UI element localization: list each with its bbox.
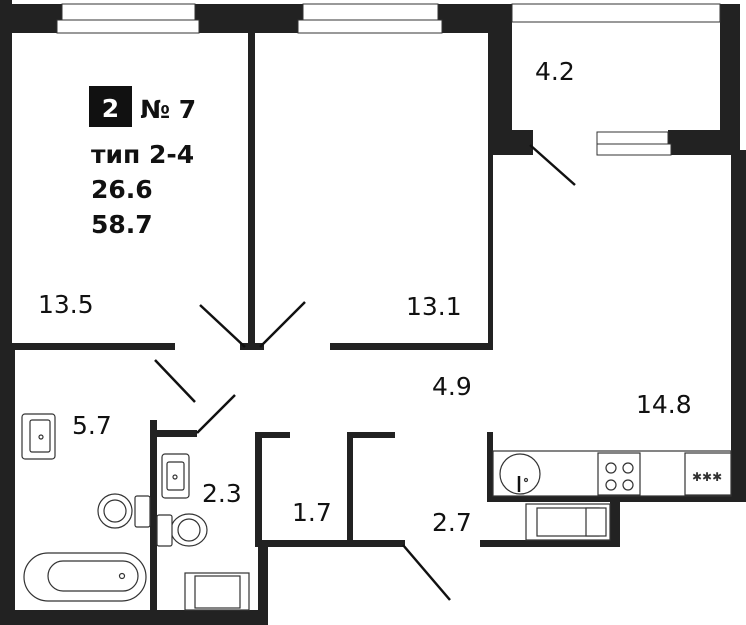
window [61, 3, 196, 21]
room-area-bathroom: 5.7 [72, 411, 112, 440]
wall [0, 4, 62, 33]
wall [0, 610, 268, 625]
stove-icon [597, 452, 641, 496]
plan-shape [622, 462, 634, 474]
toilet-icon [97, 493, 151, 529]
door-swing [199, 304, 246, 348]
wall [347, 432, 395, 438]
wall [248, 33, 255, 350]
appliance-icon [525, 503, 611, 541]
door-swing [196, 394, 236, 434]
plan-shape [47, 560, 139, 592]
plan-shape [172, 474, 178, 480]
wall [668, 130, 740, 155]
door-swing [529, 144, 576, 186]
washing-machine-icon [184, 572, 250, 611]
window [596, 143, 672, 156]
sink-icon [161, 453, 190, 499]
room-area-kitchen: 14.8 [636, 390, 692, 419]
doors [154, 144, 576, 601]
room-area-bedroom-2: 13.1 [406, 292, 462, 321]
wall [731, 150, 746, 502]
rooms-badge-text: 2 [102, 94, 119, 123]
fixtures: ✱✱✱ [21, 413, 732, 611]
door-swing [259, 301, 306, 348]
wall [610, 495, 620, 547]
total-area: 58.7 [91, 210, 153, 239]
plan-shape [156, 514, 173, 547]
plan-shape [597, 452, 641, 496]
wall [488, 130, 533, 155]
door-swing [154, 359, 196, 403]
plan-shape [134, 495, 151, 528]
room-labels: 13.5 13.1 4.2 4.9 14.8 5.7 2.3 1.7 2.7 [38, 57, 692, 537]
wall [488, 4, 512, 155]
sink-icon [21, 413, 56, 460]
plan-shape [118, 572, 126, 580]
wall [157, 430, 197, 437]
toilet-icon [156, 513, 208, 547]
wall [258, 545, 268, 625]
wall [488, 150, 493, 350]
wall [150, 420, 157, 610]
windows [56, 3, 721, 156]
apartment-type: тип 2-4 [91, 140, 194, 169]
plan-shape [684, 452, 732, 496]
room-area-toilet: 2.3 [202, 479, 242, 508]
wall [720, 4, 740, 155]
plan-shape [38, 434, 44, 440]
window [596, 131, 669, 145]
window [302, 3, 439, 21]
wall [12, 343, 175, 350]
wall [255, 432, 262, 547]
room-area-entry: 2.7 [432, 508, 472, 537]
apartment-info: 2 № 7 тип 2-4 26.6 58.7 [89, 86, 196, 239]
door-swing [402, 544, 451, 601]
wall [195, 4, 303, 33]
wall [255, 540, 405, 547]
wall [480, 540, 620, 547]
fridge-icon: ✱✱✱ [692, 470, 722, 484]
wall [0, 0, 12, 625]
room-area-balcony: 4.2 [535, 57, 575, 86]
plan-shape [622, 479, 634, 491]
living-area: 26.6 [91, 175, 153, 204]
plan-shape [605, 462, 617, 474]
wall [12, 350, 15, 610]
plan-shape [605, 479, 617, 491]
wall [347, 432, 353, 547]
rooms-badge [89, 86, 132, 127]
plan-shape [177, 518, 201, 542]
wall [487, 432, 493, 502]
room-area-closet: 1.7 [292, 498, 332, 527]
plan-shape [523, 477, 529, 483]
bathtub-icon [23, 552, 147, 602]
plan-shape [194, 575, 241, 609]
plan-shape [499, 453, 541, 495]
window [511, 3, 721, 23]
wall [330, 343, 493, 350]
apartment-number: № 7 [140, 95, 196, 124]
window [56, 19, 200, 34]
room-area-hallway: 4.9 [432, 372, 472, 401]
wall [255, 432, 290, 438]
wall [240, 343, 264, 350]
window [297, 19, 443, 34]
plan-shape [103, 499, 127, 523]
plan-shape [585, 507, 607, 537]
room-area-bedroom-1: 13.5 [38, 290, 94, 319]
kitchen-sink-icon [499, 453, 541, 495]
